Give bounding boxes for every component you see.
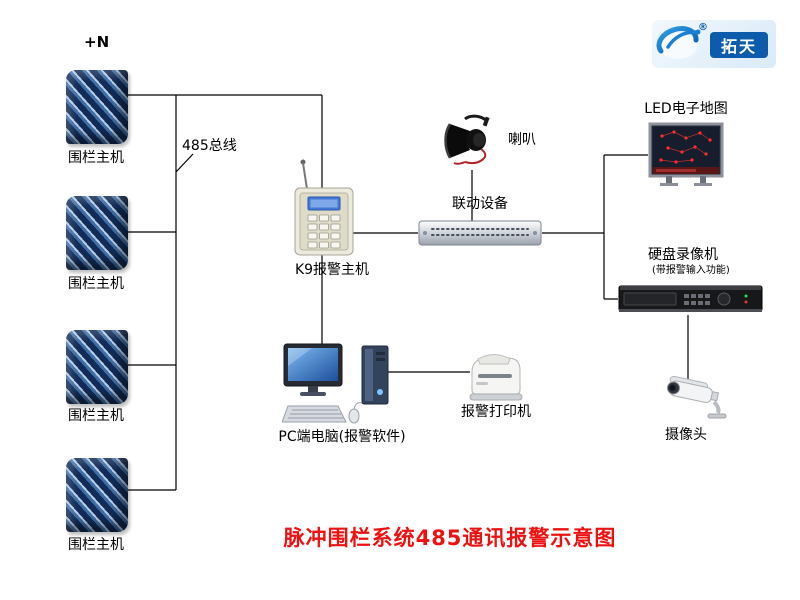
fence-host-label: 围栏主机 bbox=[68, 276, 124, 292]
brand-logo: ® 拓天 bbox=[652, 20, 776, 68]
camera-icon bbox=[666, 375, 727, 419]
printer-icon bbox=[469, 354, 523, 401]
dvr-label: 硬盘录像机 bbox=[648, 247, 718, 263]
fence-host-icon bbox=[66, 458, 128, 532]
fence-host-icon bbox=[66, 70, 128, 144]
fence-host-label: 围栏主机 bbox=[68, 150, 124, 166]
dvr-icon bbox=[618, 285, 763, 312]
fence-host-label: 围栏主机 bbox=[68, 537, 124, 553]
fence-host-icon bbox=[66, 196, 128, 270]
printer-label: 报警打印机 bbox=[461, 404, 531, 420]
dvr-sublabel: (带报警输入功能) bbox=[652, 265, 730, 276]
k9-host-label: K9报警主机 bbox=[294, 262, 370, 278]
pc-computer-icon bbox=[282, 343, 389, 424]
diagram-title: 脉冲围栏系统485通讯报警示意图 bbox=[283, 526, 617, 550]
registered-mark: ® bbox=[698, 22, 708, 33]
pc-label: PC端电脑(报警软件) bbox=[278, 429, 406, 445]
brand-name-box: 拓天 bbox=[710, 32, 768, 58]
led-map-label: LED电子地图 bbox=[644, 101, 728, 117]
brand-name: 拓天 bbox=[720, 37, 757, 56]
brand-swoosh-icon bbox=[656, 26, 701, 59]
camera-label: 摄像头 bbox=[665, 427, 707, 443]
linkage-device-label: 联动设备 bbox=[452, 196, 508, 212]
speaker-label: 喇叭 bbox=[508, 132, 536, 148]
bus-label: 485总线 bbox=[182, 138, 237, 154]
led-map-icon bbox=[648, 122, 724, 186]
fence-host-icon bbox=[66, 330, 128, 404]
linkage-device-icon bbox=[418, 220, 542, 246]
speaker-icon bbox=[444, 114, 490, 165]
fence-host-label: 围栏主机 bbox=[68, 408, 124, 424]
plus-n-label: +N bbox=[84, 33, 110, 51]
k9-alarm-host-icon bbox=[294, 159, 354, 256]
